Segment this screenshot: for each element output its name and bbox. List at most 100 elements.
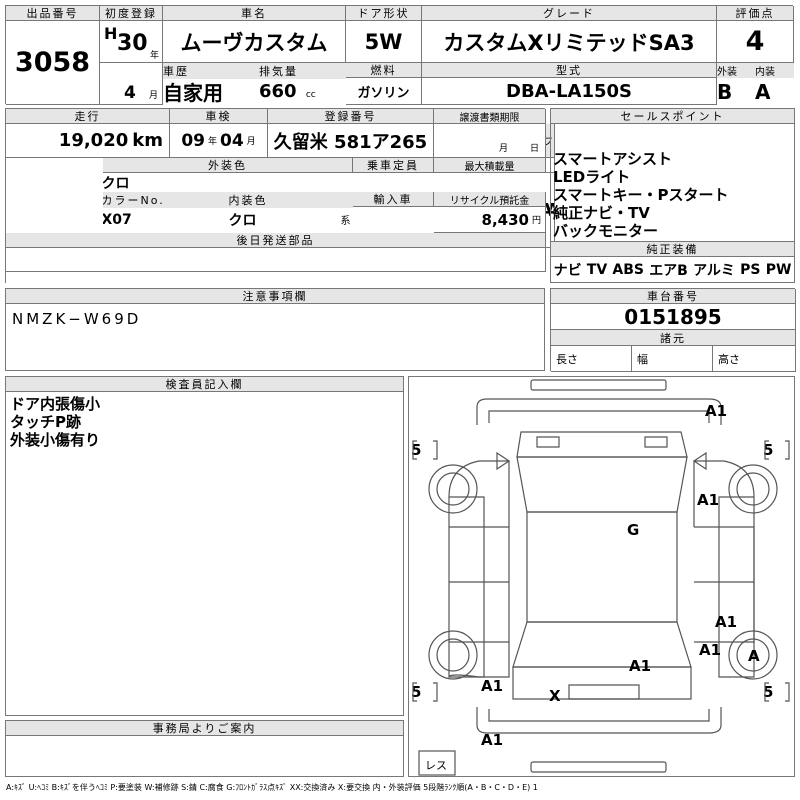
equipment-item: PW bbox=[765, 262, 792, 278]
equipment-box: 純正装備 ナビ TV ABS エアB アルミ PS PW bbox=[550, 242, 795, 283]
first-reg-label: 初度登録 bbox=[100, 6, 163, 21]
length-label: 長さ bbox=[551, 346, 632, 372]
width-label: 幅 bbox=[632, 346, 713, 372]
equipment-item: TV bbox=[586, 262, 608, 278]
damage-mark: A1 bbox=[481, 677, 503, 695]
spec-label: 諸元 bbox=[551, 330, 796, 346]
interior-color-suffix: 系 bbox=[340, 216, 351, 227]
vehicle-history: 自家用 bbox=[163, 81, 223, 105]
capacity-label: 乗車定員 bbox=[353, 158, 434, 173]
displacement-value: 660 bbox=[259, 81, 297, 102]
inspection-label: 車検 bbox=[170, 109, 268, 124]
lot-no-label: 出品番号 bbox=[6, 6, 100, 21]
model-code: DBA-LA150S bbox=[422, 78, 717, 105]
transfer-deadline-label: 譲渡書類期限 bbox=[434, 109, 546, 124]
delivery-parts bbox=[6, 248, 546, 272]
displacement-unit: cc bbox=[305, 90, 316, 100]
first-registration-year: H 30 年 bbox=[100, 21, 163, 63]
registration-month: 4 bbox=[124, 83, 136, 103]
inspection-expiry: 09 年 04 月 bbox=[170, 124, 268, 158]
left-quarter bbox=[448, 642, 510, 678]
wheel-front-right bbox=[728, 464, 778, 514]
wheel-rear-left bbox=[428, 630, 478, 680]
rear-bumper bbox=[476, 707, 722, 734]
model-label: 型式 bbox=[422, 63, 717, 78]
bottom-bar bbox=[530, 761, 667, 773]
office-box: 事務局よりご案内 bbox=[5, 720, 404, 777]
exterior-label: 外装 bbox=[717, 63, 755, 78]
mirror-right bbox=[692, 451, 707, 471]
notes-box: 注意事項欄 NMZK−W69D bbox=[5, 288, 545, 371]
car-damage-diagram: 5 5 5 5 A1 A1 G A1 A1 A1 A1 X A1 A レス bbox=[411, 379, 790, 776]
chassis-label: 車台番号 bbox=[551, 289, 796, 304]
lot-number: 3058 bbox=[6, 21, 100, 105]
right-doors bbox=[694, 526, 755, 643]
interior-color-value: クロ bbox=[228, 213, 257, 229]
damage-mark: A1 bbox=[699, 641, 721, 659]
displacement: 660 cc bbox=[259, 81, 346, 102]
notes-text: NMZK−W69D bbox=[12, 310, 142, 328]
damage-mark: A1 bbox=[705, 402, 727, 420]
color-number: X07 bbox=[103, 212, 132, 228]
equipment-item: ナビ bbox=[553, 263, 582, 279]
damage-legend: A:ｷｽﾞ U:ﾍｺﾐ B:ｷｽﾞを伴うﾍｺﾐ P:要塗装 W:補修跡 S:錆 … bbox=[6, 783, 538, 792]
equipment-label: 純正装備 bbox=[551, 242, 794, 257]
damage-mark: A bbox=[748, 647, 760, 665]
score: 4 bbox=[717, 21, 794, 63]
tire-depth: 5 bbox=[411, 441, 421, 459]
hood bbox=[516, 431, 688, 458]
recycle-unit: 円 bbox=[531, 216, 541, 226]
recycle-deposit: 8,430 円 bbox=[434, 207, 546, 233]
notes-label: 注意事項欄 bbox=[6, 289, 544, 304]
transfer-day-unit: 日 bbox=[529, 144, 539, 154]
header-grid: 出品番号 初度登録 車名 ドア形状 グレード 評価点 3058 H 30 年 ム… bbox=[5, 5, 794, 105]
damage-mark: A1 bbox=[629, 657, 651, 675]
car-name: ムーヴカスタム bbox=[163, 21, 346, 63]
month-unit: 月 bbox=[148, 91, 158, 101]
mileage-unit: km bbox=[132, 130, 163, 151]
year-unit: 年 bbox=[149, 51, 159, 61]
exterior-color-label: 外装色 bbox=[103, 158, 353, 173]
damage-mark: A1 bbox=[481, 731, 503, 749]
tire-depth: 5 bbox=[763, 441, 773, 459]
sales-point: スマートキー・Pスタート bbox=[553, 186, 729, 204]
hood-lights bbox=[536, 436, 668, 448]
door-type: 5W bbox=[346, 21, 422, 63]
exterior-grade: B bbox=[717, 79, 733, 104]
damage-mark: A1 bbox=[697, 491, 719, 509]
wheel-front-left bbox=[428, 464, 478, 514]
mirror-left bbox=[496, 451, 511, 471]
tire-depth-bracket bbox=[412, 682, 438, 702]
inspector-comment: 外装小傷有り bbox=[10, 431, 101, 449]
mileage-value: 19,020 bbox=[58, 130, 129, 151]
front-bumper-inner bbox=[488, 410, 710, 423]
max-load: kg bbox=[551, 158, 555, 173]
equipment-item: ABS bbox=[612, 262, 644, 278]
grade: カスタムXリミテッドSA3 bbox=[422, 21, 717, 63]
delivery-parts-label: 後日発送部品 bbox=[6, 233, 546, 248]
color-no-label: カラーNo. bbox=[103, 192, 229, 208]
equipment-item: PS bbox=[740, 262, 761, 278]
wheel-rear-left-inner bbox=[436, 638, 470, 672]
sales-point: 純正ナビ・TV bbox=[553, 204, 650, 222]
tire-depth-bracket bbox=[412, 440, 438, 460]
sales-point: LEDライト bbox=[553, 168, 631, 186]
inspector-box: 検査員記入欄 ドア内張傷小 タッチP跡 外装小傷有り bbox=[5, 376, 404, 716]
windshield bbox=[516, 456, 688, 513]
equipment-item: アルミ bbox=[693, 263, 735, 279]
body-outline bbox=[448, 496, 485, 678]
inspection-month: 04 bbox=[220, 130, 244, 151]
registration-year: 30 bbox=[117, 31, 148, 56]
inspection-year-unit: 年 bbox=[207, 137, 217, 147]
inspector-comments: ドア内張傷小 タッチP跡 外装小傷有り bbox=[10, 395, 100, 449]
transfer-month-unit: 月 bbox=[498, 144, 508, 154]
plate-area bbox=[568, 684, 640, 700]
sales-point: バックモニター bbox=[553, 222, 659, 240]
body-outline-right bbox=[718, 496, 755, 678]
grade-label: グレード bbox=[422, 6, 717, 21]
right-fender bbox=[693, 460, 755, 527]
recycle-value: 8,430 bbox=[481, 210, 529, 229]
wheel-rear-right bbox=[728, 630, 778, 680]
chassis-grid: 車台番号 0151895 諸元 長さ 幅 高さ bbox=[550, 288, 796, 372]
